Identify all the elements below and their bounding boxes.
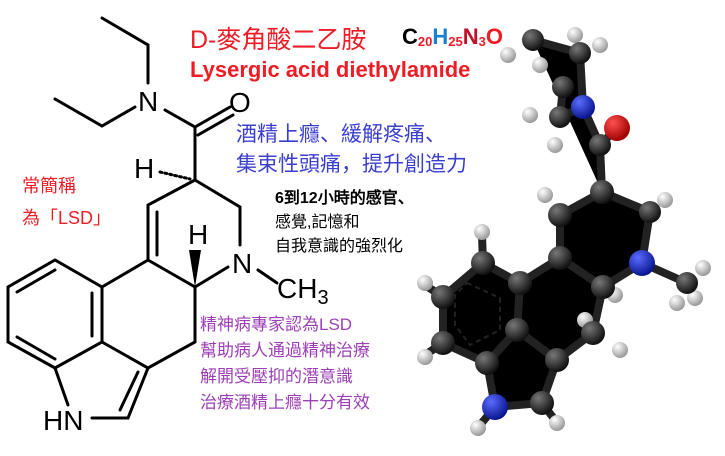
title-english: Lysergic acid diethylamide bbox=[190, 57, 471, 82]
h8-label: H bbox=[134, 153, 154, 184]
molecular-formula: C20H25N3O bbox=[402, 24, 503, 49]
text-line: 常簡稱 bbox=[22, 176, 76, 196]
amide-nitrogen-atom bbox=[571, 95, 595, 119]
indole-nitrogen-atom bbox=[482, 394, 508, 420]
text-line: 6到12小時的感官、 bbox=[275, 190, 414, 207]
oxygen-label: O bbox=[229, 87, 251, 118]
text-line: 集束性頭痛，提升創造力 bbox=[236, 153, 467, 176]
text-line: 幫助病人通過精神治療 bbox=[200, 341, 370, 360]
effects-black-text: 6到12小時的感官、 感覺,記憶和 自我意識的強烈化 bbox=[275, 187, 414, 259]
n6-label: N bbox=[232, 248, 252, 279]
amide-nitrogen-label: N bbox=[138, 86, 158, 117]
text-line: 自我意識的強烈化 bbox=[275, 238, 404, 255]
title-chinese: D-麥角酸二乙胺 bbox=[190, 26, 367, 54]
carbon-atoms bbox=[431, 29, 698, 415]
text-line: 感覺,記憶和 bbox=[275, 214, 360, 231]
h5-label: H bbox=[188, 219, 208, 250]
text-line: 解開受壓抑的潛意識 bbox=[200, 367, 353, 386]
effects-blue-text: 酒精上癮、緩解疼痛、 集束性頭痛，提升創造力 bbox=[236, 120, 467, 180]
n6-nitrogen-atom bbox=[629, 250, 655, 276]
text-line: 精神病專家認為LSD bbox=[200, 315, 353, 334]
methyl-label: CH3 bbox=[277, 273, 329, 309]
text-line: 為「LSD」 bbox=[22, 208, 112, 228]
indole-nh-label: HN bbox=[43, 405, 83, 436]
text-line: 治療酒精上癮十分有效 bbox=[200, 393, 370, 412]
oxygen-atom bbox=[604, 115, 630, 141]
abbreviation-note: 常簡稱 為「LSD」 bbox=[22, 170, 111, 234]
psychiatry-note: 精神病專家認為LSD 幫助病人通過精神治療 解開受壓抑的潛意識 治療酒精上癮十分… bbox=[200, 312, 370, 416]
text-line: 酒精上癮、緩解疼痛、 bbox=[236, 123, 446, 146]
